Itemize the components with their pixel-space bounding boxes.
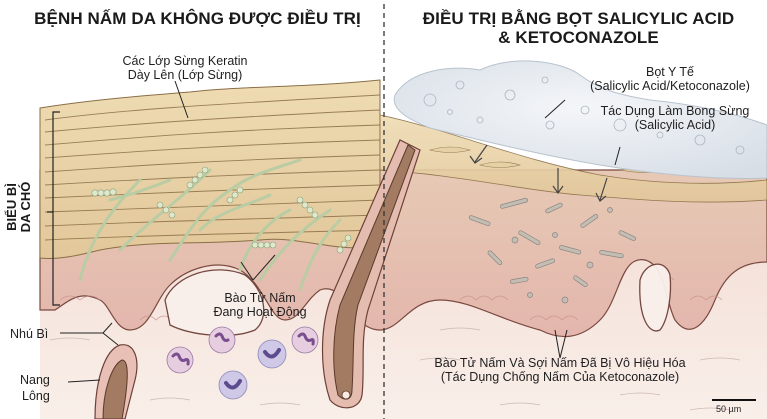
dermal-papillae [164, 263, 672, 337]
immune-cells [166, 326, 319, 400]
label-foam-line2: (Salicylic Acid/Ketoconazole) [590, 79, 750, 93]
neutrophil [166, 346, 194, 374]
inactivated-fungal-debris [468, 197, 637, 304]
label-stratum-corneum-line1: Các Lớp Sừng Keratin [122, 54, 248, 68]
fungal-hyphae-active [78, 158, 342, 292]
medicated-foam [393, 60, 767, 179]
left-panel-title: BỆNH NẤM DA KHÔNG ĐƯỢC ĐIỀU TRỊ [34, 9, 361, 28]
monocyte [257, 339, 287, 369]
label-dermal-papilla: Nhú Bì [10, 327, 49, 341]
fungal-spore-chains [91, 166, 352, 254]
monocyte [218, 370, 248, 400]
label-foam-line1: Bọt Y Tế [646, 65, 694, 79]
label-epidermis-line2: DA CHÓ [18, 181, 33, 233]
epidermis-bracket [47, 111, 60, 306]
label-hair-follicle-line2: Lông [22, 389, 50, 403]
leader-lines [60, 80, 621, 383]
neutrophil [291, 326, 319, 354]
label-inactivated-line1: Bào Tử Nấm Và Sợi Nấm Đã Bị Vô Hiệu Hóa [434, 356, 686, 370]
label-inactivated-line2: (Tác Dụng Chống Nấm Của Ketoconazole) [440, 370, 680, 384]
label-active-spores-line2: Đang Hoạt Động [213, 305, 307, 319]
keratolytic-arrows [469, 144, 608, 202]
label-keratolytic-line2: (Salicylic Acid) [634, 118, 716, 132]
hair-follicle-center [321, 139, 421, 409]
dermis-fibers [49, 327, 741, 411]
scale-bar-label: 50 µm [716, 404, 742, 414]
label-stratum-corneum-line2: Dày Lên (Lớp Sừng) [127, 68, 243, 82]
right-panel-title-line2: & KETOCONAZOLE [498, 28, 659, 47]
label-keratolytic-line1: Tác Dụng Làm Bong Sừng [600, 104, 750, 118]
hair-follicle-left [94, 344, 138, 419]
neutrophil [208, 326, 236, 354]
label-hair-follicle-line1: Nang [20, 373, 50, 387]
leader-stratum-corneum [174, 80, 189, 119]
label-epidermis-line1: BIỂU BÌ [4, 183, 19, 231]
right-panel-title-line1: ĐIỀU TRỊ BẰNG BỌT SALICYLIC ACID [422, 9, 735, 28]
label-active-spores-line1: Bào Tử Nấm [224, 291, 296, 305]
